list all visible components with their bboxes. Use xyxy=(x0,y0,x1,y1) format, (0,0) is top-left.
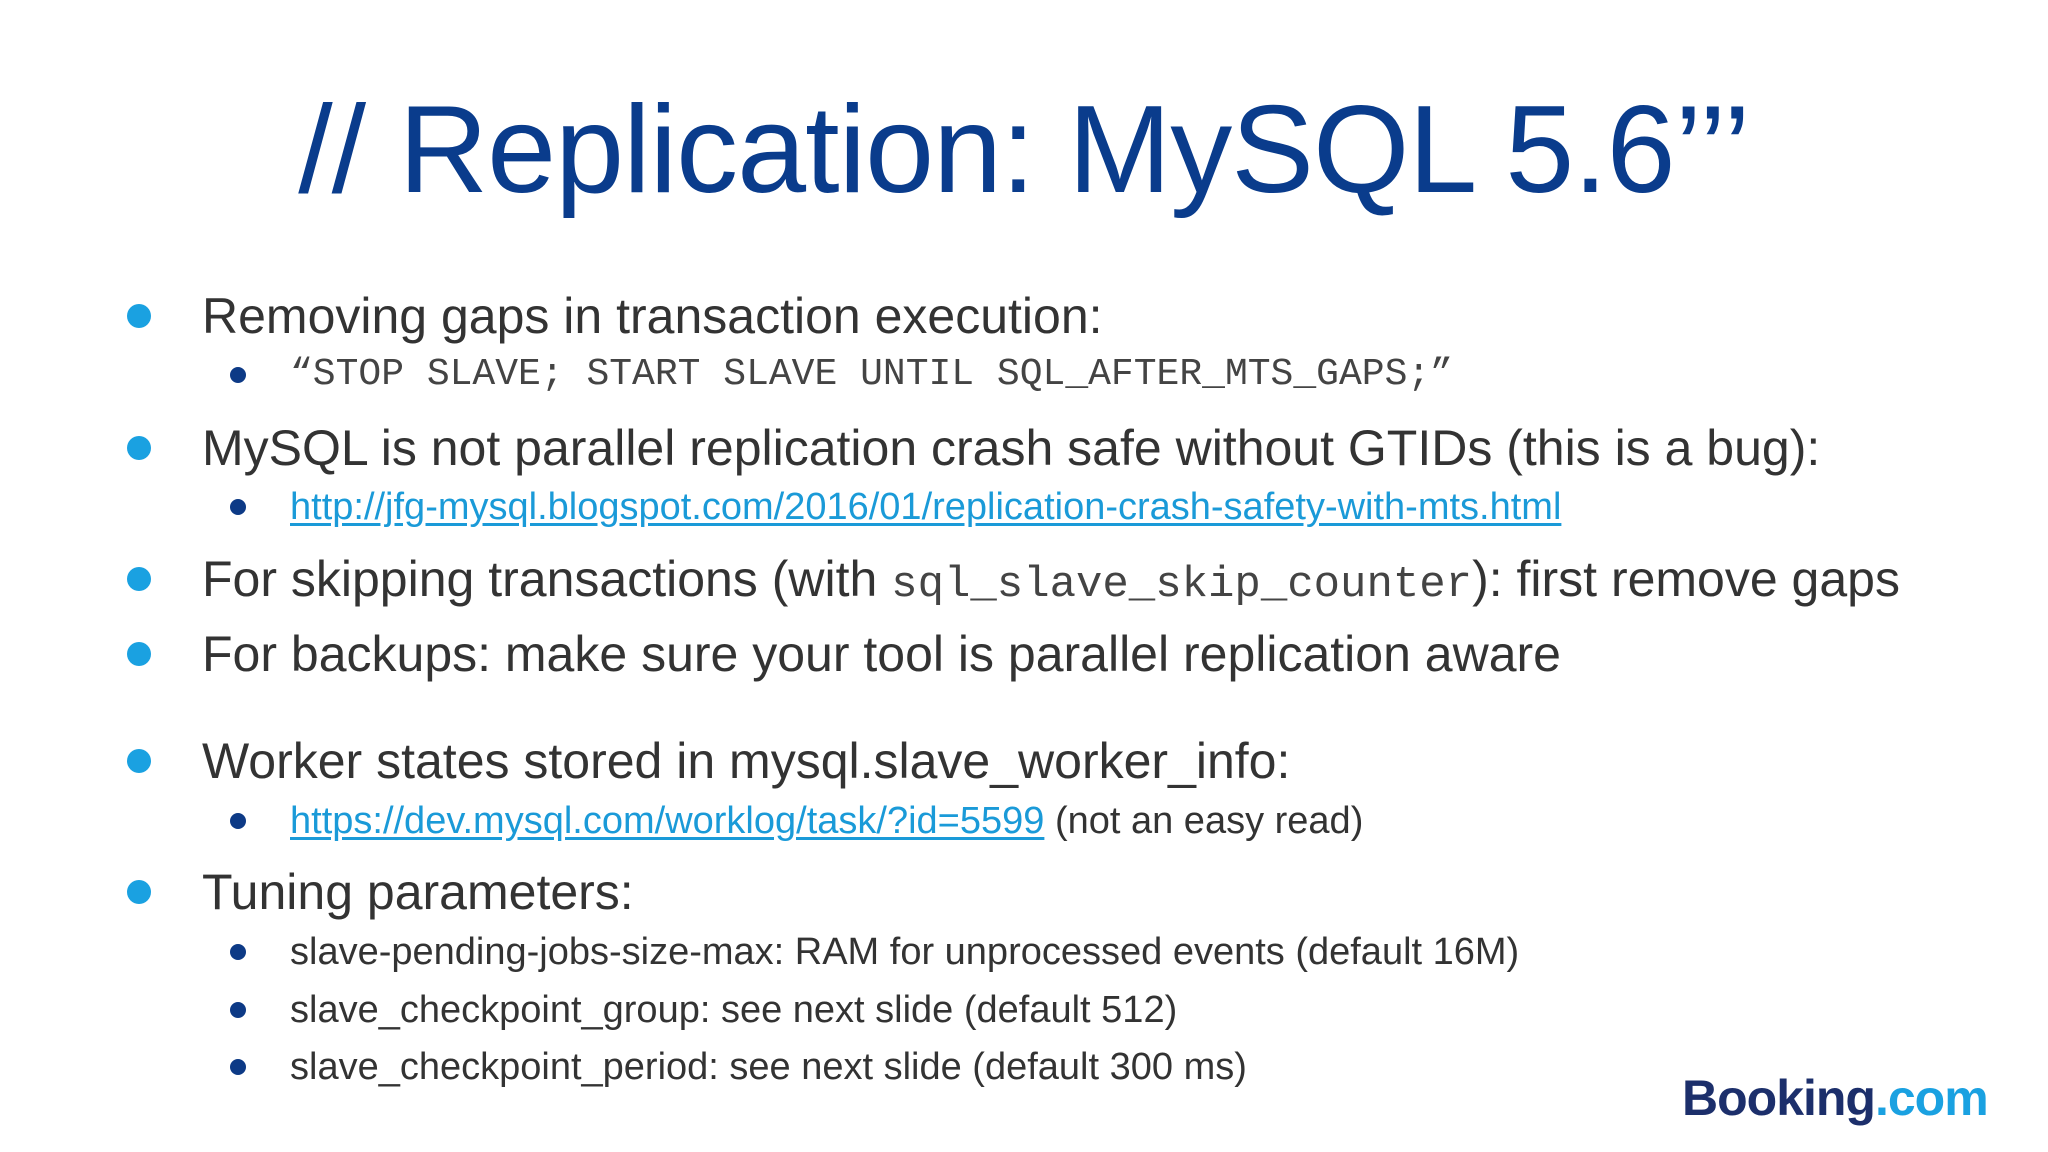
bullet-skipping-transactions: For skipping transactions (with sql_slav… xyxy=(202,549,1900,615)
bullet-dot xyxy=(127,749,151,773)
bullet-worker-states: Worker states stored in mysql.slave_work… xyxy=(202,733,1291,789)
bullet-dot xyxy=(127,436,151,460)
bullet-crash-safe: MySQL is not parallel replication crash … xyxy=(202,420,1821,476)
sub-bullet-pending-jobs: slave-pending-jobs-size-max: RAM for unp… xyxy=(290,931,1520,973)
bullet-dot xyxy=(127,642,151,666)
bullet-removing-gaps: Removing gaps in transaction execution: xyxy=(202,288,1103,344)
sub-bullet-checkpoint-period: slave_checkpoint_period: see next slide … xyxy=(290,1046,1247,1088)
logo-brand: Booking xyxy=(1682,1070,1876,1126)
sub-bullet-dot xyxy=(230,367,246,383)
booking-logo: Booking.com xyxy=(1682,1068,1989,1128)
sub-bullet-blog-link-row: http://jfg-mysql.blogspot.com/2016/01/re… xyxy=(290,484,1561,530)
blog-link[interactable]: http://jfg-mysql.blogspot.com/2016/01/re… xyxy=(290,486,1562,528)
skipping-text-after: ): first remove gaps xyxy=(1472,551,1900,607)
sub-bullet-worklog-row: https://dev.mysql.com/worklog/task/?id=5… xyxy=(290,798,1363,844)
bullet-tuning-parameters: Tuning parameters: xyxy=(202,864,634,920)
worklog-note: (not an easy read) xyxy=(1044,800,1364,842)
sub-bullet-dot xyxy=(230,499,246,515)
sub-bullet-dot xyxy=(230,944,246,960)
slide-title: // Replication: MySQL 5.6’’’ xyxy=(298,81,1751,219)
skipping-text-before: For skipping transactions (with xyxy=(202,551,892,607)
sub-bullet-checkpoint-group: slave_checkpoint_group: see next slide (… xyxy=(290,989,1178,1031)
skip-counter-code: sql_slave_skip_counter xyxy=(891,560,1473,610)
bullet-dot xyxy=(127,567,151,591)
bullet-dot xyxy=(127,880,151,904)
sub-bullet-stop-slave-command: “STOP SLAVE; START SLAVE UNTIL SQL_AFTER… xyxy=(290,353,1453,396)
logo-suffix: .com xyxy=(1874,1070,1989,1126)
sub-bullet-dot xyxy=(230,1059,246,1075)
sub-bullet-dot xyxy=(230,813,246,829)
sub-bullet-dot xyxy=(230,1002,246,1018)
worklog-link[interactable]: https://dev.mysql.com/worklog/task/?id=5… xyxy=(290,800,1045,842)
bullet-dot xyxy=(127,304,151,328)
bullet-backups: For backups: make sure your tool is para… xyxy=(202,626,1561,682)
